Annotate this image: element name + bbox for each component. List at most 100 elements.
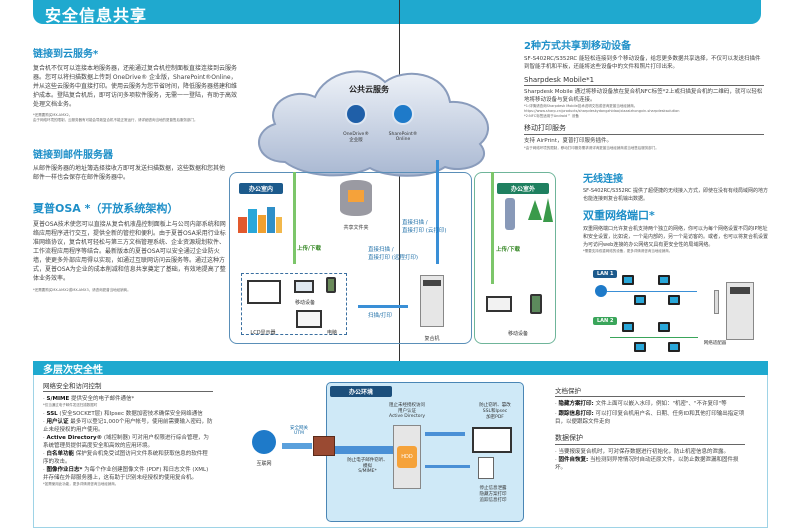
upload-download-label: 上传/下载: [297, 246, 322, 252]
adapter-label: 网络适配器: [703, 341, 727, 346]
dual-mfp-icon: [726, 282, 754, 340]
office-env-tag: 办公环境: [330, 386, 392, 397]
prevent-tamper-label: 防止窃听、篡改 SSL和Ipsec 加密PDF: [479, 403, 511, 420]
globe-icon: [595, 285, 607, 297]
hdd-icon: HDD: [397, 446, 417, 468]
outside-upload-arrow: [491, 172, 494, 284]
data-protection-item: · 当要报废复合机时，可对保存数据进行初始化，防止机密信息的泄露。: [555, 449, 730, 455]
multi-security-title: 多层次安全性: [43, 365, 103, 376]
outside-office-tag: 办公室外: [497, 183, 549, 194]
firewall-icon: [313, 436, 335, 456]
pc-icon: [658, 322, 670, 332]
mail-server-body: 从邮件服务器的地址簿选择接收方即可发送扫描数据，这些数据和您其他邮件一样也会保存…: [33, 165, 226, 181]
security-item: · SSL (安全SOCKET层) 和Ipsec 数据加密技术确保安全网络通信: [43, 411, 203, 417]
encrypt-arrow: [425, 432, 465, 436]
lan2-tag: LAN 2: [593, 317, 618, 325]
secure-computer-icon: [472, 427, 512, 453]
scan-print-arrow: [358, 305, 408, 308]
osa-body: 夏普OSA技术使您可以直接从复合机液晶控制面板上与公司内部系统和网络应用程序进行…: [33, 221, 226, 282]
security-item: · 图像作业日志* 为每个作业创建图像文件 (PDF) 和日志文件 (XML) …: [43, 467, 209, 481]
page-fold-line: [399, 0, 400, 528]
public-cloud-graphic: [258, 70, 490, 177]
sharpdesk-note-1: *1:详情请查询Sharpdesk Mobile技术说明文档或咨询夏普当地经销商…: [524, 104, 638, 108]
security-item-note: *如需使用此功能，更多详情请咨询当地经销商。: [43, 482, 119, 486]
document-icon: [478, 457, 494, 479]
dual-network-note: *需要支持双重网络的设备，更多详情请咨询当地经销商。: [583, 249, 673, 253]
security-item: · S/MIME 提供安全的电子邮件通信*: [43, 396, 135, 402]
data-protection-item: · 固件自恢复: 当检测到异常情况时自动还原文件，以防止数据泄漏和固件损坏。: [555, 457, 739, 471]
sharpdesk-body: Sharpdesk Mobile 通过将移动设备放在复合机NFC标签*2上或扫描…: [524, 89, 763, 103]
cloud-services-section: 链接到云服务* 复合机不仅可以连接本地服务器，还能通过复合机控制面板直接连接到云…: [33, 45, 238, 123]
cloud-services-note-1: *还需要购买MX-AMX2。: [33, 113, 73, 117]
cloud-title: 公共云服务: [349, 85, 389, 94]
doc-protection-subtitle: 文档保护: [555, 385, 745, 397]
shared-folder-label: 共享文件夹: [343, 225, 369, 231]
inside-office-panel: [229, 172, 472, 344]
outside-office-panel: [474, 172, 556, 344]
network-security-block: 网络安全和访问控制 · S/MIME 提供安全的电子邮件通信* *仅当通过电子邮…: [43, 380, 213, 487]
lan1-tag: LAN 1: [593, 270, 618, 278]
pc-icon: [668, 295, 680, 305]
doc-protection-item: · 隐藏方案打印: 文件上面可以嵌入水印，例如："机密"、"不许复印"等: [555, 401, 727, 407]
dual-network-section: 双重网络端口* 双重网络端口允许复合机支持两个独立的网络，你可以为每个网络设置不…: [583, 207, 768, 254]
mobile-sharing-body: SF-S402RC/S352RC 能轻松连接到多个移动设备，给您更多数据共享选择…: [524, 56, 761, 70]
phone-icon: [326, 277, 336, 293]
data-protection-subtitle: 数据保护: [555, 433, 745, 445]
cloud-services-note-2: 由于网络环境的限制，云服务器有可能会导致复合机不能正常运行，请详细咨询当地的夏普…: [33, 118, 198, 122]
office-devices-group: [241, 273, 347, 335]
computer-icon: [296, 310, 322, 328]
network-security-subtitle: 网络安全和访问控制: [43, 380, 213, 392]
wireless-title: 无线连接: [583, 174, 623, 185]
mobile-print-subtitle: 移动打印服务: [524, 123, 764, 135]
laptop-icon: [294, 280, 314, 293]
doc-protection-block: 文档保护 · 隐藏方案打印: 文件上面可以嵌入水印，例如："机密"、"不许复印"…: [555, 385, 745, 472]
doc-protection-item: · 跟踪信息打印: 可以打印复合机用户名、日期、任务ID和其他打印输出指定项目，…: [555, 411, 745, 425]
page-title: 安全信息共享: [45, 6, 148, 25]
page-header-banner: 安全信息共享: [33, 0, 761, 25]
gateway-arrow: [282, 443, 312, 449]
scan-print-label: 扫描/打印: [368, 313, 392, 319]
lcd-display-label: LCD显示器: [250, 330, 276, 336]
sharpdesk-note-2[interactable]: https://www.sharp.cn/products/sharpdesky…: [524, 109, 680, 113]
mobile-print-body: 支持 AirPrint，夏普打印服务插件。: [524, 138, 612, 144]
computer-label: 电脑: [326, 330, 337, 336]
security-item: · 用户认证 最多可以登记1,000个用户帐号，使用前需要输入密码，防止未经授权…: [43, 419, 213, 433]
secure-mfp-icon: HDD: [393, 425, 421, 489]
onedrive-icon: [345, 103, 367, 125]
cloud-services-body: 复合机不仅可以连接本地服务器，还能通过复合机控制面板直接连接到云服务器。您可以将…: [33, 65, 238, 108]
security-item-note: *仅当通过电子邮件发送扫描数据时: [43, 403, 98, 407]
internet-globe-icon: [252, 430, 276, 454]
sharpdesk-subtitle: Sharpdesk Mobile*1: [524, 76, 764, 86]
lan1-line: [607, 291, 697, 292]
pc-icon: [634, 295, 646, 305]
gateway-label: 安全网关 UTM: [290, 426, 308, 436]
network-adapter-icon: [714, 290, 719, 314]
mail-server-title: 链接到邮件服务器: [33, 150, 113, 161]
remote-print-label: 直接扫描 / 直接打印 (远程打印): [368, 247, 419, 261]
sharepoint-label: SharePoint® Online: [388, 132, 418, 142]
onedrive-label: OneDrive® 企业版: [343, 132, 369, 143]
wireless-section: 无线连接 SF-S402RC/S352RC 提供了超便捷的无线接入方式，即使在没…: [583, 170, 768, 203]
outside-phone-icon: [530, 294, 542, 314]
shared-folder-icon: [340, 180, 372, 216]
pc-icon: [622, 322, 634, 332]
cloud-services-title: 链接到云服务*: [33, 49, 99, 60]
businessman-icon: [505, 198, 515, 230]
sharepoint-icon: [392, 103, 414, 125]
security-item: · Active Directory® (域控制器) 可对用户权限进行综合管理，…: [43, 435, 209, 449]
osa-note: *还需要购买MX-AMX2或MX-AMX3，请咨询夏普当地经销商。: [33, 288, 131, 292]
upload-download-arrow: [293, 172, 296, 264]
internet-label: 互联网: [256, 461, 272, 467]
outside-laptop-icon: [486, 296, 512, 312]
lcd-display-icon: [247, 280, 281, 304]
cloud-print-arrow: [436, 160, 439, 264]
pc-icon: [668, 342, 680, 352]
mfp-icon: [420, 275, 444, 327]
dual-network-title: 双重网络端口*: [583, 209, 655, 222]
lan2-line: [610, 337, 698, 338]
tree-icon: [528, 200, 542, 220]
outside-mobile-label: 移动设备: [507, 331, 528, 337]
mobile-sharing-title: 2种方式共享到移动设备: [524, 41, 631, 52]
mfp-label: 复合机: [424, 336, 440, 342]
firewall-arrow: [335, 446, 395, 454]
